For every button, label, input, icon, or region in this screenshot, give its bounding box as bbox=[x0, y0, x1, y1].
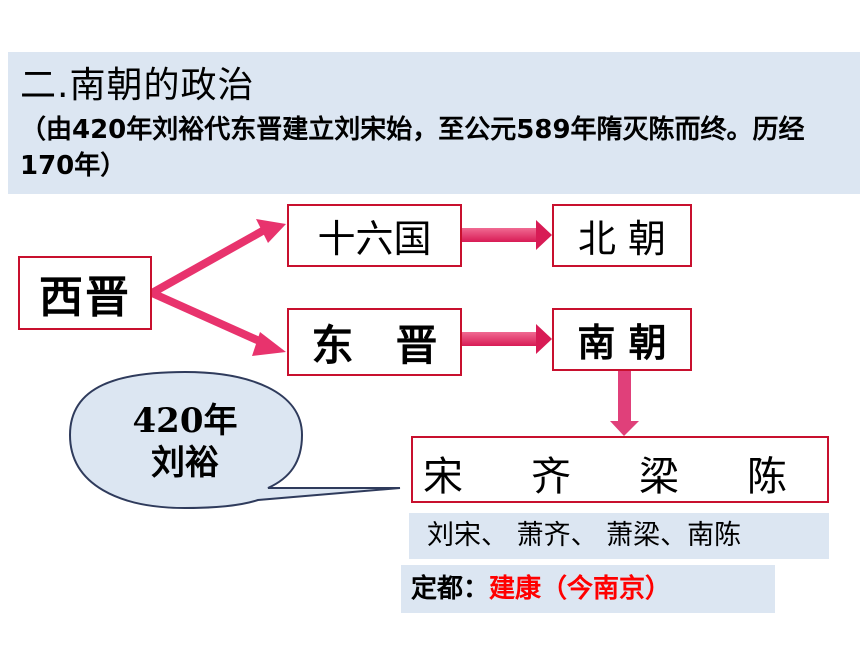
box-southern-dynasties: 宋 齐 梁 陈 bbox=[411, 436, 829, 503]
arrow-nan-down bbox=[618, 371, 631, 421]
capital-note: 定都：建康（今南京） bbox=[401, 565, 775, 613]
arrowhead-dong-to-nan bbox=[536, 324, 552, 354]
bubble-name: 刘裕 bbox=[151, 443, 219, 483]
rulers-note: 刘宋、 萧齐、 萧梁、南陈 bbox=[409, 513, 829, 559]
capital-label: 定都： bbox=[411, 574, 490, 604]
capital-value: 建康（今南京） bbox=[489, 574, 672, 604]
branch-arrowhead-down bbox=[252, 332, 286, 356]
branch-arrow-up bbox=[150, 225, 268, 297]
bubble-text: 420年 刘裕 bbox=[110, 400, 260, 484]
section-title: 二.南朝的政治 bbox=[20, 65, 255, 106]
speech-bubble bbox=[68, 370, 401, 510]
branch-arrowhead-up bbox=[256, 219, 286, 243]
bubble-year: 420年 bbox=[132, 401, 238, 441]
box-shiliuguo: 十六国 bbox=[287, 204, 462, 267]
arrowhead-nan-down bbox=[610, 421, 639, 436]
arrowhead-16-to-bei bbox=[536, 220, 552, 250]
branch-arrow-down bbox=[150, 289, 268, 348]
arrow-16-to-bei bbox=[462, 228, 536, 242]
dynasty-chen: 陈 bbox=[747, 454, 787, 500]
arrow-dong-to-nan bbox=[462, 332, 536, 346]
dynasty-song: 宋 bbox=[423, 454, 463, 500]
box-dongjin: 东 晋 bbox=[287, 308, 462, 376]
box-nanchao: 南 朝 bbox=[552, 308, 692, 371]
dynasty-qi: 齐 bbox=[531, 454, 571, 500]
dynasty-liang: 梁 bbox=[639, 454, 679, 500]
title-banner: 二.南朝的政治 （由420年刘裕代东晋建立刘宋始，至公元589年隋灭陈而终。历经… bbox=[8, 52, 860, 194]
box-xijin: 西晋 bbox=[18, 256, 152, 330]
section-subtitle: （由420年刘裕代东晋建立刘宋始，至公元589年隋灭陈而终。历经170年） bbox=[20, 115, 805, 181]
box-beichao: 北 朝 bbox=[552, 204, 692, 267]
